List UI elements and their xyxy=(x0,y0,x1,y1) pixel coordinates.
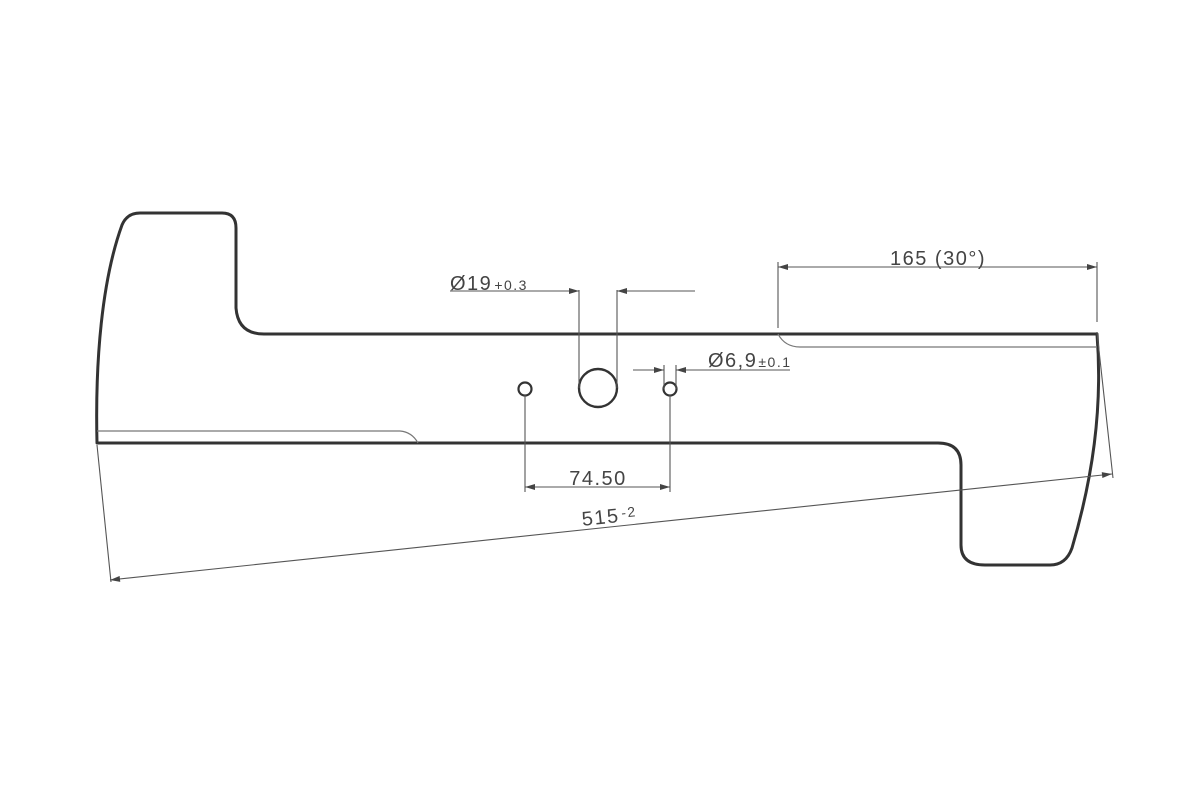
hole-spacing-dimension: 74.50 xyxy=(524,395,671,492)
small-hole-tolerance: ±0.1 xyxy=(758,354,791,370)
svg-text:Ø19+0.3: Ø19+0.3 xyxy=(450,273,528,295)
small-hole-dimension: Ø6,9±0.1 xyxy=(633,350,792,389)
mount-hole-left xyxy=(517,381,533,397)
hole-spacing-label: 74.50 xyxy=(569,468,627,490)
center-hole-label: Ø19 xyxy=(450,273,492,295)
overall-length-dimension: 515-2 xyxy=(96,331,1114,583)
small-hole-label: Ø6,9 xyxy=(708,350,757,372)
bevel-line-left xyxy=(97,430,419,444)
svg-text:Ø6,9±0.1: Ø6,9±0.1 xyxy=(708,350,792,372)
center-hole xyxy=(577,367,619,409)
bevel-line-right xyxy=(777,333,1097,348)
overall-length-tolerance: -2 xyxy=(620,503,637,521)
wing-length-label: 165 (30°) xyxy=(890,248,986,270)
mount-hole-right xyxy=(662,381,678,397)
svg-text:515-2: 515-2 xyxy=(581,503,638,531)
overall-length-label: 515 xyxy=(581,505,621,531)
center-hole-dimension: Ø19+0.3 xyxy=(450,273,695,388)
wing-length-dimension: 165 (30°) xyxy=(777,248,1098,328)
center-hole-tolerance: +0.3 xyxy=(494,277,528,293)
